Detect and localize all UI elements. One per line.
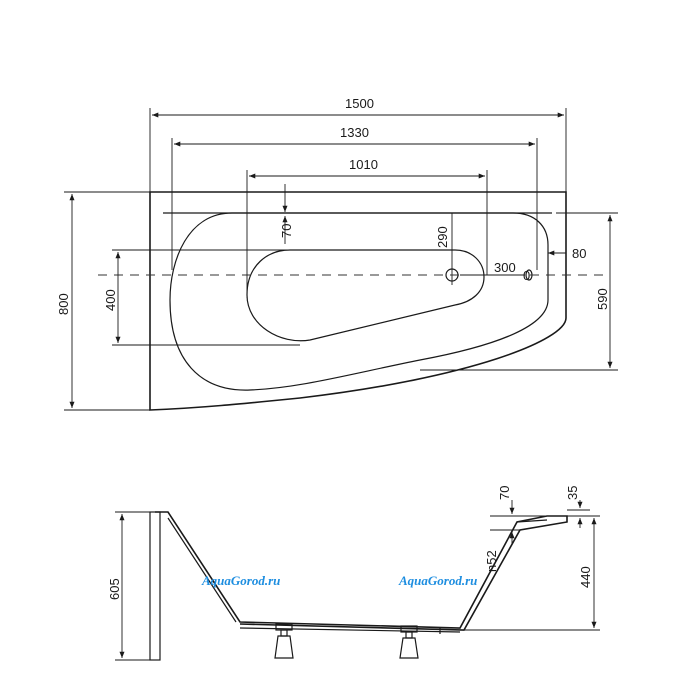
bottom-oval [246,249,485,342]
dim-35-label: 35 [565,486,580,500]
watermark-right: AquaGorod.ru [398,573,477,588]
dim-1010-label: 1010 [349,157,378,172]
watermark-left: AquaGorod.ru [201,573,280,588]
dim-800-label: 800 [56,293,71,315]
dim-440-label: 440 [578,566,593,588]
plan-view: 1500 1330 1010 70 290 300 0 80 800 4 [56,96,618,411]
dim-70-label: 70 [279,224,294,238]
apron-panel [149,511,161,661]
tub-outline [149,191,567,411]
leg-left [274,623,294,659]
dim-605-label: 605 [107,578,122,600]
inner-bowl [169,212,549,391]
tub-bottom [239,627,461,633]
rim-lip [516,519,548,523]
tub-inner-left [167,517,237,623]
dim-290-label: 290 [435,226,450,248]
side-view: 605 440 35 70 n52 AquaGorod.ru AquaGorod… [107,486,600,661]
dim-n52-label: n52 [484,550,499,572]
drain-symbol-label: 0 [523,268,530,283]
dim-300-label: 300 [494,260,516,275]
dim-rim70-label: 70 [497,486,512,500]
dim-400-label: 400 [103,289,118,311]
leg-right [399,625,419,659]
dim-590-label: 590 [595,288,610,310]
dim-1500-label: 1500 [345,96,374,111]
dim-1330-label: 1330 [340,125,369,140]
dim-80-label: 80 [572,246,586,261]
